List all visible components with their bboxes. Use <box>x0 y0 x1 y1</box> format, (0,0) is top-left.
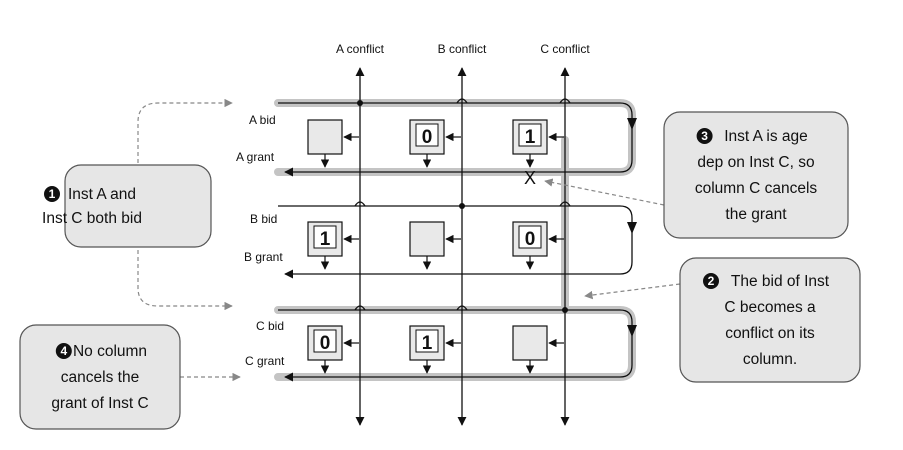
cell-c-c <box>512 325 564 374</box>
callout-line: Inst C both bid <box>42 210 142 227</box>
cell-grid: 0 1 1 0 0 1 <box>307 119 564 374</box>
pointer-1-top <box>137 98 233 170</box>
row-a-bid-line <box>278 102 633 177</box>
callout-number-badge: 3 <box>696 128 713 144</box>
cell-value: 1 <box>320 229 331 250</box>
callout-line: Inst A is age <box>724 128 808 145</box>
row-c-grant-label: C grant <box>245 354 285 368</box>
svg-text:2: 2 <box>708 274 715 288</box>
callout-line: the grant <box>725 206 787 223</box>
callout-line: Inst A and <box>68 186 136 203</box>
row-b-bid-label: B bid <box>250 212 277 226</box>
column-label-a: A conflict <box>336 42 385 56</box>
flow-arrowheads <box>627 118 637 337</box>
cell-value: 1 <box>525 127 536 148</box>
callout-line: No column <box>73 343 147 360</box>
row-lines <box>278 102 633 382</box>
cell-c-b: 1 <box>409 325 461 374</box>
pointer-3 <box>544 178 665 206</box>
row-c-bid-line <box>278 309 633 382</box>
callout-line: column. <box>743 351 797 368</box>
cell-a-a <box>307 119 359 168</box>
callout-2: The bid of Inst 2 C becomes a conflict on i… <box>679 257 861 383</box>
callout-line: conflict on its <box>725 325 815 342</box>
cell-b-b <box>409 221 461 270</box>
pointer-2 <box>584 283 681 300</box>
callout-line: dep on Inst C, so <box>697 154 814 171</box>
callout-line: column C cancels <box>695 180 818 197</box>
callout-line: C becomes a <box>724 299 816 316</box>
cell-value: 0 <box>525 229 536 250</box>
cell-value: 1 <box>422 333 433 354</box>
junction-dots <box>357 100 568 313</box>
cell-b-c: 0 <box>512 221 564 270</box>
cell-a-c: 1 <box>512 119 564 168</box>
column-label-c: C conflict <box>540 42 590 56</box>
svg-text:3: 3 <box>701 129 708 143</box>
callout-line: The bid of Inst <box>731 273 830 290</box>
cell-c-a: 0 <box>307 325 359 374</box>
callout-line: cancels the <box>61 369 139 386</box>
column-label-b: B conflict <box>438 42 487 56</box>
row-c-bid-label: C bid <box>256 319 284 333</box>
cell-value: 0 <box>320 333 331 354</box>
row-b-grant-label: B grant <box>244 250 283 264</box>
line-hops <box>354 98 571 311</box>
row-a-grant-label: A grant <box>236 150 275 164</box>
callout-number-badge: 2 <box>703 273 719 289</box>
callout-number-badge: 4 <box>55 343 72 359</box>
cell-a-b: 0 <box>409 119 461 168</box>
conflict-columns <box>355 67 570 426</box>
callout-pointers <box>137 98 681 382</box>
callout-3: Inst A is age 3 dep on Inst C, so column C … <box>663 111 849 239</box>
row-b-bid-line <box>278 205 633 279</box>
svg-text:4: 4 <box>60 344 67 358</box>
cell-value: 0 <box>422 127 433 148</box>
callout-number-badge: 1 <box>44 186 60 202</box>
svg-text:1: 1 <box>49 187 56 201</box>
cancel-mark: X <box>524 168 536 188</box>
callout-4: No column 4 cancels the grant of Inst C <box>19 324 181 430</box>
row-a-bid-label: A bid <box>249 113 276 127</box>
cell-b-a: 1 <box>307 221 359 270</box>
callout-line: grant of Inst C <box>51 395 148 412</box>
pointer-1-bottom <box>137 243 233 311</box>
